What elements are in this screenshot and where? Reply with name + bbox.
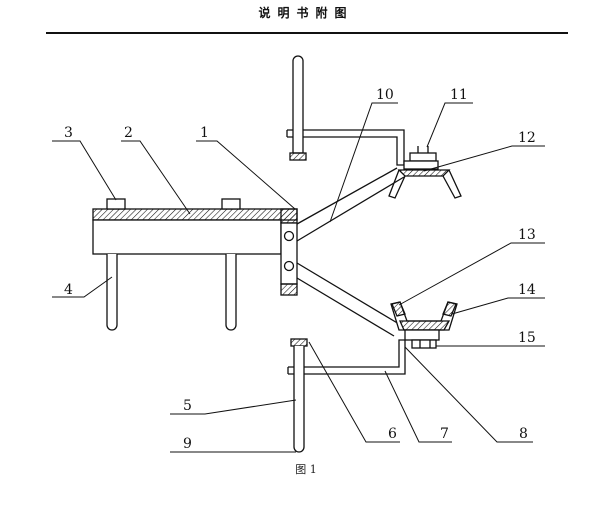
ref-1: 1	[200, 125, 209, 141]
upper-support-post	[286, 55, 405, 166]
ref-10: 10	[376, 87, 394, 103]
ref-15: 15	[518, 330, 536, 346]
page-header: 说明书附图	[258, 6, 354, 20]
ref-7: 7	[440, 426, 449, 442]
top-plate	[92, 208, 298, 221]
ref-4: 4	[64, 282, 73, 298]
upper-arm	[296, 167, 405, 242]
main-bench	[92, 198, 298, 331]
ref-13: 13	[518, 227, 536, 243]
hinge-block	[280, 208, 298, 296]
ref-6: 6	[388, 426, 397, 442]
upper-jaw	[388, 146, 462, 199]
clamp-left	[106, 198, 126, 210]
ref-3: 3	[64, 125, 73, 141]
bench-body	[92, 219, 282, 255]
leader-lines	[52, 102, 545, 453]
leg-right	[225, 254, 237, 331]
ref-8: 8	[519, 426, 528, 442]
ref-5: 5	[183, 398, 192, 414]
ref-14: 14	[518, 282, 536, 298]
ref-12: 12	[518, 130, 536, 146]
ref-9: 9	[183, 436, 192, 452]
ref-2: 2	[124, 125, 133, 141]
reference-numerals: 1 2 3 4 5 6 7 8 9 10 11 12 13 14 15	[64, 87, 536, 452]
lower-arm	[296, 262, 400, 337]
ref-11: 11	[450, 87, 468, 103]
clamp-right	[221, 198, 241, 210]
figure-caption: 图 1	[295, 463, 317, 476]
header-rule	[46, 32, 568, 34]
lower-jaw	[390, 301, 458, 349]
leg-left	[106, 254, 118, 331]
lower-support-post	[287, 338, 406, 453]
